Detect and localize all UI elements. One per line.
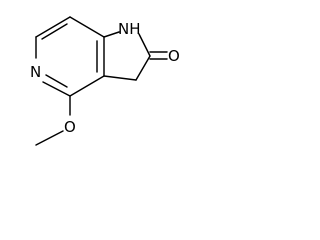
double-bond-n5-c4 xyxy=(45,74,68,88)
bond-c7-c7a xyxy=(69,16,105,38)
atom-label-n: N xyxy=(30,63,41,81)
bond-c4-c3a xyxy=(69,75,105,97)
bond-c7a-n1 xyxy=(103,31,120,38)
double-bond-c7-c6 xyxy=(41,23,68,40)
atom-label-o-methoxy: O xyxy=(64,118,76,136)
bond-n1-c2 xyxy=(138,33,151,57)
chemical-structure-canvas: NH N O O xyxy=(0,0,188,156)
molecule-structure: NH N O O xyxy=(30,16,180,146)
bond-o-methyl xyxy=(35,130,64,146)
atom-label-nh: NH xyxy=(118,20,141,38)
bond-c7-c6 xyxy=(35,16,71,38)
bond-c2-c3 xyxy=(135,55,151,81)
atom-label-o-carbonyl: O xyxy=(168,47,180,65)
bond-n5-c4 xyxy=(42,81,71,97)
bond-c3-c3a xyxy=(103,75,137,81)
